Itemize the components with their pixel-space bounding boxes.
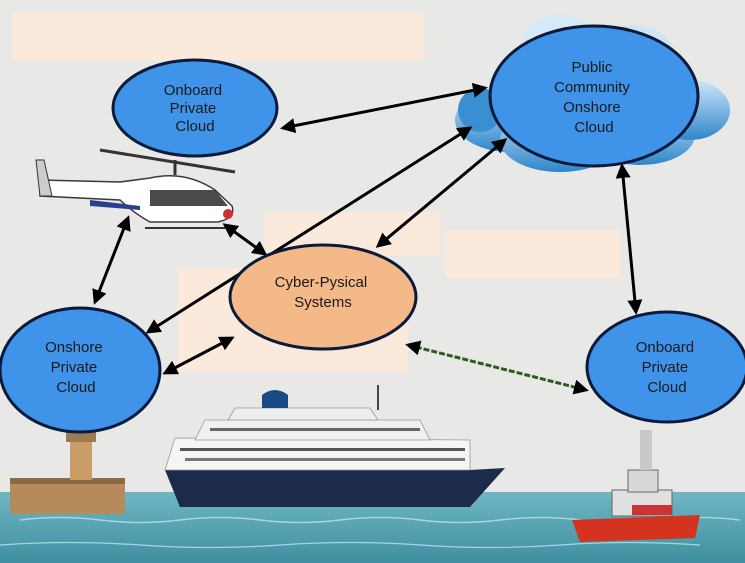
onboard-private-cloud-top-label-line-1: Onboard: [164, 82, 222, 99]
svg-text:Onboard Private Cl: Onboard Private Cloud: [164, 82, 227, 135]
tugboat-icon: [572, 430, 700, 542]
public-community-onshore-cloud-node: Public Community Onshore Cloud: [488, 24, 700, 168]
public-cloud-label-line-1: Public: [571, 59, 612, 76]
svg-text:Public Community O: Public Community Onshore Cloud: [554, 59, 634, 136]
highlight-panel-right: [445, 230, 620, 278]
onshore-private-cloud-label-line-3: Cloud: [56, 379, 95, 396]
highlight-panel-top: [12, 12, 424, 60]
onshore-private-cloud-label-line-1: Onshore: [45, 339, 103, 356]
onboard-private-cloud-top-label-line-2: Private: [170, 100, 217, 117]
cyber-physical-systems-node: Cyber-Pysical Systems: [228, 243, 418, 351]
onboard-private-cloud-right-node: Onboard Private Cloud: [585, 310, 745, 424]
arrow-cps-to-onboard-right: [405, 340, 589, 395]
cruise-ship-icon: [164, 385, 505, 507]
public-cloud-label-line-3: Onshore: [563, 99, 621, 116]
arrow-helicopter-to-onshore: [92, 215, 131, 305]
cps-label-line-2: Systems: [294, 294, 352, 311]
arrow-cps-to-public-cloud: [375, 138, 508, 248]
onboard-private-cloud-right-label-line-1: Onboard: [636, 339, 694, 356]
connection-arrows: [92, 82, 643, 395]
arrow-onboard-top-to-public-cloud: [280, 82, 488, 134]
svg-text:Cyber-Pysical Systems: Cyber-Pysical Systems: [275, 274, 372, 311]
svg-text:Onshore Private Cl: Onshore Private Cloud: [45, 339, 107, 396]
svg-text:Onboard Private Cl: Onboard Private Cloud: [636, 339, 699, 396]
onboard-private-cloud-top-label-line-3: Cloud: [175, 118, 214, 135]
sea-wave: [0, 541, 701, 549]
public-cloud-label-line-4: Cloud: [574, 119, 613, 136]
cps-label-line-1: Cyber-Pysical: [275, 274, 368, 291]
onboard-private-cloud-right-label-line-3: Cloud: [647, 379, 686, 396]
public-cloud-label-line-2: Community: [554, 79, 630, 96]
onshore-private-cloud-node: Onshore Private Cloud: [0, 306, 162, 434]
lighthouse-icon: [10, 420, 125, 514]
onshore-private-cloud-label-line-2: Private: [51, 359, 98, 376]
onboard-private-cloud-right-label-line-2: Private: [642, 359, 689, 376]
arrow-public-cloud-to-onboard-right: [615, 163, 643, 315]
onboard-private-cloud-top-node: Onboard Private Cloud: [111, 58, 279, 158]
arrow-onshore-to-cps: [162, 336, 235, 375]
